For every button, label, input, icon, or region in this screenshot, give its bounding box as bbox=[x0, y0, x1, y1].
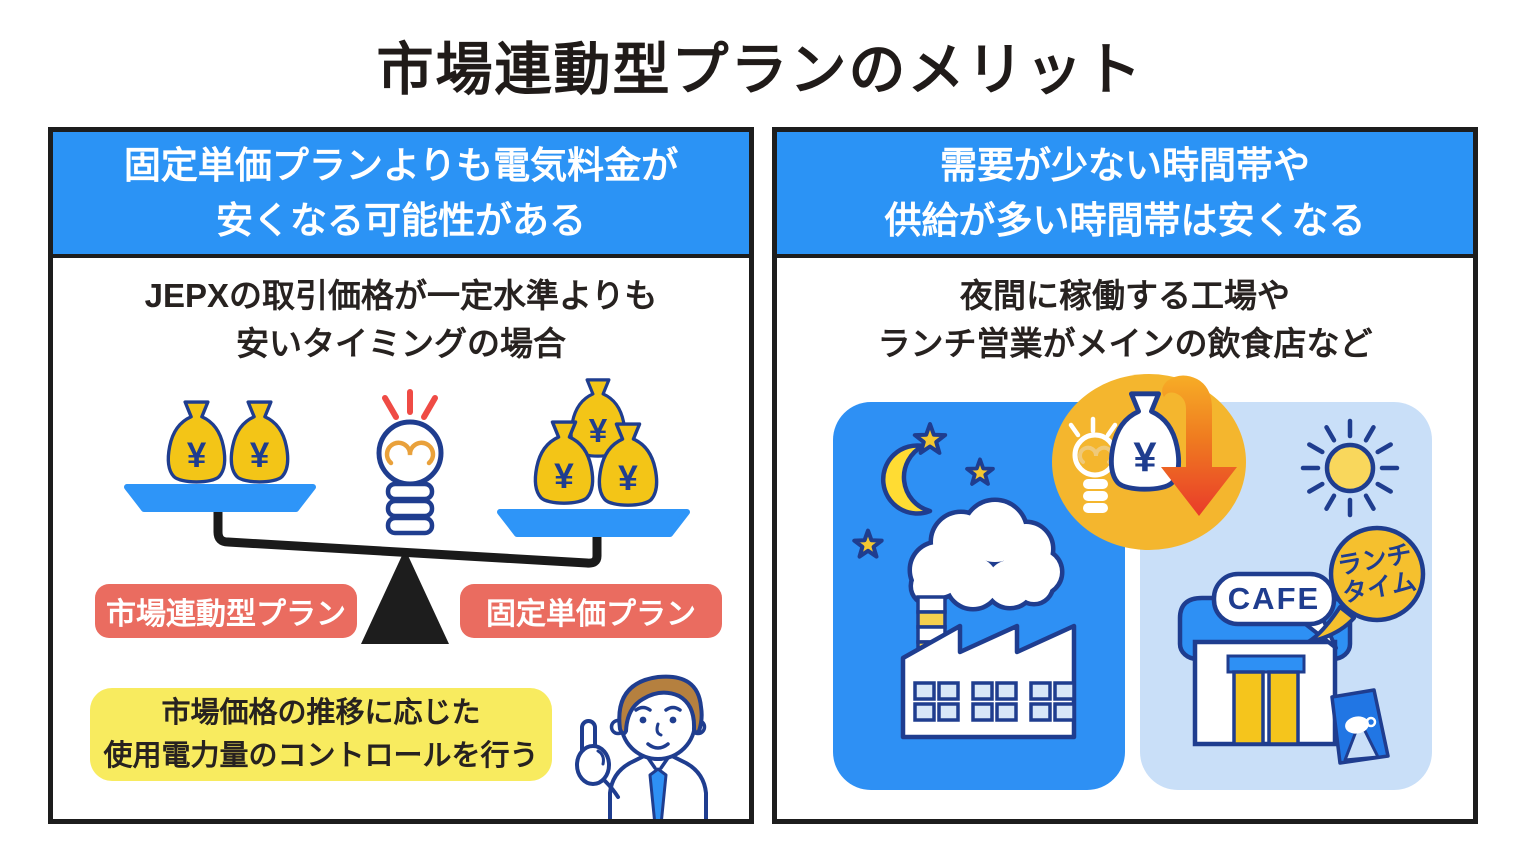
page-title: 市場連動型プランのメリット bbox=[376, 38, 1144, 102]
moon-icon bbox=[880, 443, 933, 516]
note-line1: 市場価格の推移に応じた bbox=[161, 697, 481, 730]
right-subtitle-line1: 夜間に稼働する工場や bbox=[960, 277, 1290, 314]
scale-beam bbox=[213, 504, 602, 568]
note-line2: 使用電力量のコントロールを行う bbox=[103, 739, 539, 772]
svg-text:¥: ¥ bbox=[618, 459, 638, 498]
right-scale-pan bbox=[497, 509, 690, 537]
note-box: 市場価格の推移に応じた 使用電力量のコントロールを行う bbox=[90, 688, 552, 781]
price-drop-badge: ¥ bbox=[1047, 367, 1247, 567]
money-bag-icon: ¥ bbox=[597, 422, 659, 507]
right-panel-body: 夜間に稼働する工場や ランチ営業がメインの飲食店など bbox=[777, 258, 1473, 819]
yen-bag-icon: ¥ bbox=[1111, 394, 1178, 489]
night-factory-scene bbox=[833, 402, 1125, 790]
svg-text:¥: ¥ bbox=[1133, 433, 1156, 480]
left-panel-header: 固定単価プランよりも電気料金が 安くなる可能性がある bbox=[53, 132, 749, 258]
svg-text:¥: ¥ bbox=[187, 436, 207, 475]
cafe-sign: CAFE bbox=[1211, 571, 1338, 650]
cloud-icon bbox=[907, 497, 1065, 612]
factory-windows bbox=[913, 681, 1076, 722]
fixed-price-plan-tag: 固定単価プラン bbox=[460, 584, 722, 638]
lunch-time-bubble: ランチ タイム bbox=[1306, 525, 1426, 644]
advisor-person-illustration bbox=[558, 643, 749, 819]
right-header-line2: 供給が多い時間帯は安くなる bbox=[884, 200, 1366, 241]
right-subtitle: 夜間に稼働する工場や ランチ営業がメインの飲食店など bbox=[777, 272, 1473, 368]
left-panel: 固定単価プランよりも電気料金が 安くなる可能性がある JEPXの取引価格が一定水… bbox=[48, 127, 754, 824]
sun-icon bbox=[1300, 418, 1400, 518]
fixed-price-plan-label: 固定単価プラン bbox=[486, 598, 696, 631]
right-panel-header: 需要が少ない時間帯や 供給が多い時間帯は安くなる bbox=[777, 132, 1473, 258]
money-bag-icon: ¥ bbox=[533, 420, 595, 505]
cafe-sign-text: CAFE bbox=[1228, 581, 1320, 616]
left-subtitle: JEPXの取引価格が一定水準よりも 安いタイミングの場合 bbox=[53, 272, 749, 368]
right-panel: 需要が少ない時間帯や 供給が多い時間帯は安くなる 夜間に稼働する工場や ランチ営… bbox=[772, 127, 1478, 824]
hair bbox=[617, 674, 704, 736]
money-bag-icon: ¥ bbox=[229, 400, 290, 484]
svg-text:¥: ¥ bbox=[250, 436, 270, 475]
fulcrum-triangle bbox=[361, 549, 449, 644]
right-header-line1: 需要が少ない時間帯や bbox=[940, 144, 1310, 186]
pointing-hand bbox=[575, 719, 620, 799]
left-header-line1: 固定単価プランよりも電気料金が bbox=[123, 144, 679, 186]
left-panel-body: JEPXの取引価格が一定水準よりも 安いタイミングの場合 ¥ bbox=[53, 258, 749, 819]
down-arrow-icon bbox=[1161, 375, 1237, 516]
light-bulb-icon bbox=[376, 389, 444, 536]
left-scale-pan bbox=[124, 484, 316, 512]
factory-icon bbox=[900, 595, 1077, 740]
cafe-board-icon bbox=[1330, 688, 1390, 765]
left-header-line2: 安くなる可能性がある bbox=[216, 200, 586, 241]
money-bag-icon: ¥ bbox=[166, 400, 227, 484]
right-subtitle-line2: ランチ営業がメインの飲食店など bbox=[877, 324, 1373, 362]
market-linked-plan-tag: 市場連動型プラン bbox=[95, 584, 357, 638]
left-subtitle-line2: 安いタイミングの場合 bbox=[236, 324, 566, 362]
money-bag-icon: ¥ bbox=[569, 378, 627, 458]
left-subtitle-line1: JEPXの取引価格が一定水準よりも bbox=[144, 277, 658, 314]
balance-scale-illustration: ¥ ¥ ¥ ¥ bbox=[100, 370, 720, 670]
svg-text:¥: ¥ bbox=[554, 457, 574, 496]
necktie bbox=[648, 767, 668, 819]
svg-text:¥: ¥ bbox=[589, 413, 608, 450]
market-linked-plan-label: 市場連動型プラン bbox=[106, 598, 346, 631]
